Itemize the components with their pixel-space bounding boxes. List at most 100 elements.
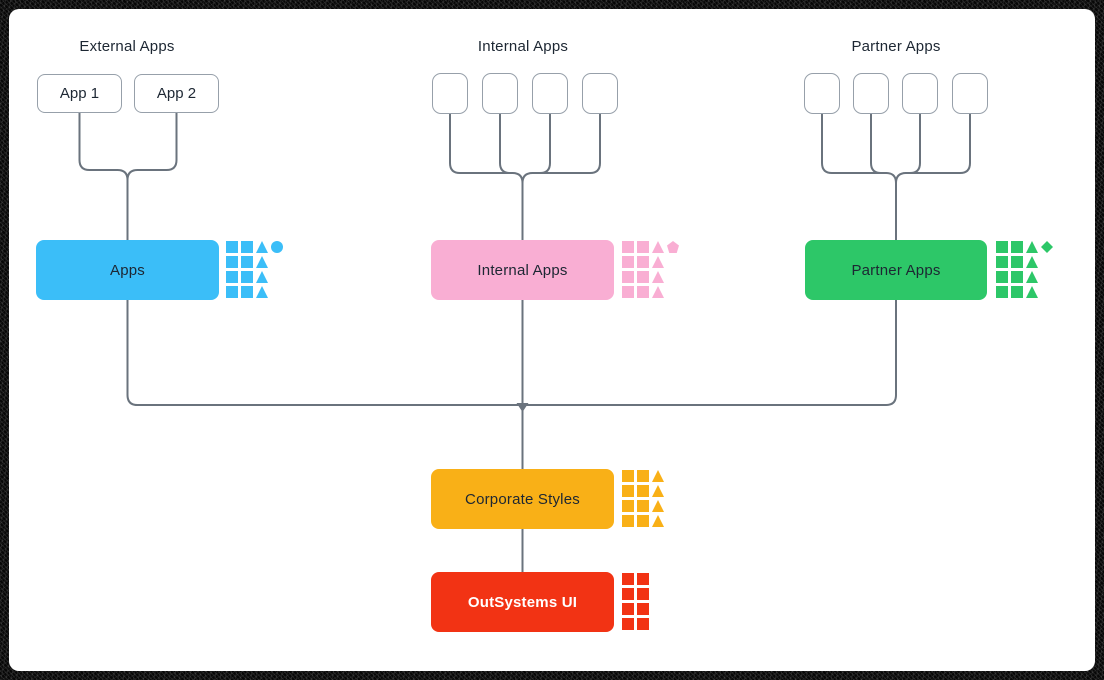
square-icon	[622, 241, 634, 253]
partner-apps-bucket-node: Partner Apps	[805, 240, 987, 300]
triangle-icon	[256, 286, 268, 298]
partner-app-placeholder	[902, 73, 938, 114]
partner-app-placeholder	[804, 73, 840, 114]
empty-grid-slot	[667, 470, 679, 482]
square-icon	[637, 603, 649, 615]
triangle-icon	[652, 256, 664, 268]
triangle-icon	[1026, 271, 1038, 283]
square-icon	[637, 470, 649, 482]
partner-app-placeholder	[952, 73, 988, 114]
square-icon	[1011, 286, 1023, 298]
empty-grid-slot	[667, 618, 679, 630]
triangle-icon	[1026, 286, 1038, 298]
triangle-icon	[256, 271, 268, 283]
triangle-icon	[652, 500, 664, 512]
square-icon	[637, 286, 649, 298]
square-icon	[1011, 256, 1023, 268]
internal-apps-bucket-node: Internal Apps	[431, 240, 614, 300]
square-icon	[637, 588, 649, 600]
square-icon	[622, 618, 634, 630]
square-icon	[241, 286, 253, 298]
square-icon	[226, 256, 238, 268]
square-icon	[637, 515, 649, 527]
square-icon	[622, 515, 634, 527]
empty-grid-slot	[271, 286, 283, 298]
square-icon	[622, 573, 634, 585]
empty-grid-slot	[667, 271, 679, 283]
square-icon	[226, 241, 238, 253]
empty-grid-slot	[1041, 286, 1053, 298]
empty-grid-slot	[271, 271, 283, 283]
square-icon	[241, 241, 253, 253]
corporate-shape-grid	[622, 470, 679, 527]
square-icon	[637, 485, 649, 497]
triangle-icon	[1026, 241, 1038, 253]
square-icon	[622, 500, 634, 512]
external-apps-header: External Apps	[79, 38, 175, 55]
empty-grid-slot	[271, 256, 283, 268]
square-icon	[637, 256, 649, 268]
square-icon	[637, 573, 649, 585]
empty-grid-slot	[652, 588, 664, 600]
square-icon	[637, 271, 649, 283]
square-icon	[226, 271, 238, 283]
empty-grid-slot	[652, 603, 664, 615]
triangle-icon	[256, 256, 268, 268]
square-icon	[622, 256, 634, 268]
square-icon	[1011, 241, 1023, 253]
app-2-node: App 2	[134, 74, 219, 113]
square-icon	[622, 588, 634, 600]
apps-bucket-node: Apps	[36, 240, 219, 300]
corporate-styles-node: Corporate Styles	[431, 469, 614, 529]
square-icon	[996, 256, 1008, 268]
triangle-icon	[652, 241, 664, 253]
empty-grid-slot	[652, 618, 664, 630]
empty-grid-slot	[667, 500, 679, 512]
square-icon	[622, 286, 634, 298]
empty-grid-slot	[667, 603, 679, 615]
triangle-icon	[256, 241, 268, 253]
triangle-icon	[652, 515, 664, 527]
triangle-icon	[652, 271, 664, 283]
apps-shape-grid	[226, 241, 283, 298]
outsystems-ui-node: OutSystems UI	[431, 572, 614, 632]
partner-apps-header: Partner Apps	[851, 38, 941, 55]
pentagon-icon	[667, 241, 679, 253]
internal-app-placeholder	[432, 73, 468, 114]
triangle-icon	[652, 485, 664, 497]
square-icon	[996, 241, 1008, 253]
circle-icon	[271, 241, 283, 253]
diamond-icon	[1041, 241, 1053, 253]
internal-app-placeholder	[582, 73, 618, 114]
internal-shape-grid	[622, 241, 679, 298]
square-icon	[996, 286, 1008, 298]
triangle-icon	[1026, 256, 1038, 268]
partner-shape-grid	[996, 241, 1053, 298]
empty-grid-slot	[667, 515, 679, 527]
empty-grid-slot	[667, 286, 679, 298]
triangle-icon	[652, 286, 664, 298]
square-icon	[637, 618, 649, 630]
square-icon	[241, 271, 253, 283]
square-icon	[241, 256, 253, 268]
square-icon	[1011, 271, 1023, 283]
internal-app-placeholder	[482, 73, 518, 114]
partner-app-placeholder	[853, 73, 889, 114]
square-icon	[622, 470, 634, 482]
square-icon	[622, 603, 634, 615]
empty-grid-slot	[667, 588, 679, 600]
triangle-icon	[652, 470, 664, 482]
square-icon	[637, 500, 649, 512]
empty-grid-slot	[1041, 256, 1053, 268]
square-icon	[622, 271, 634, 283]
empty-grid-slot	[1041, 271, 1053, 283]
empty-grid-slot	[667, 485, 679, 497]
square-icon	[226, 286, 238, 298]
empty-grid-slot	[652, 573, 664, 585]
square-icon	[622, 485, 634, 497]
square-icon	[637, 241, 649, 253]
outsystems-shape-grid	[622, 573, 679, 630]
empty-grid-slot	[667, 256, 679, 268]
internal-app-placeholder	[532, 73, 568, 114]
square-icon	[996, 271, 1008, 283]
